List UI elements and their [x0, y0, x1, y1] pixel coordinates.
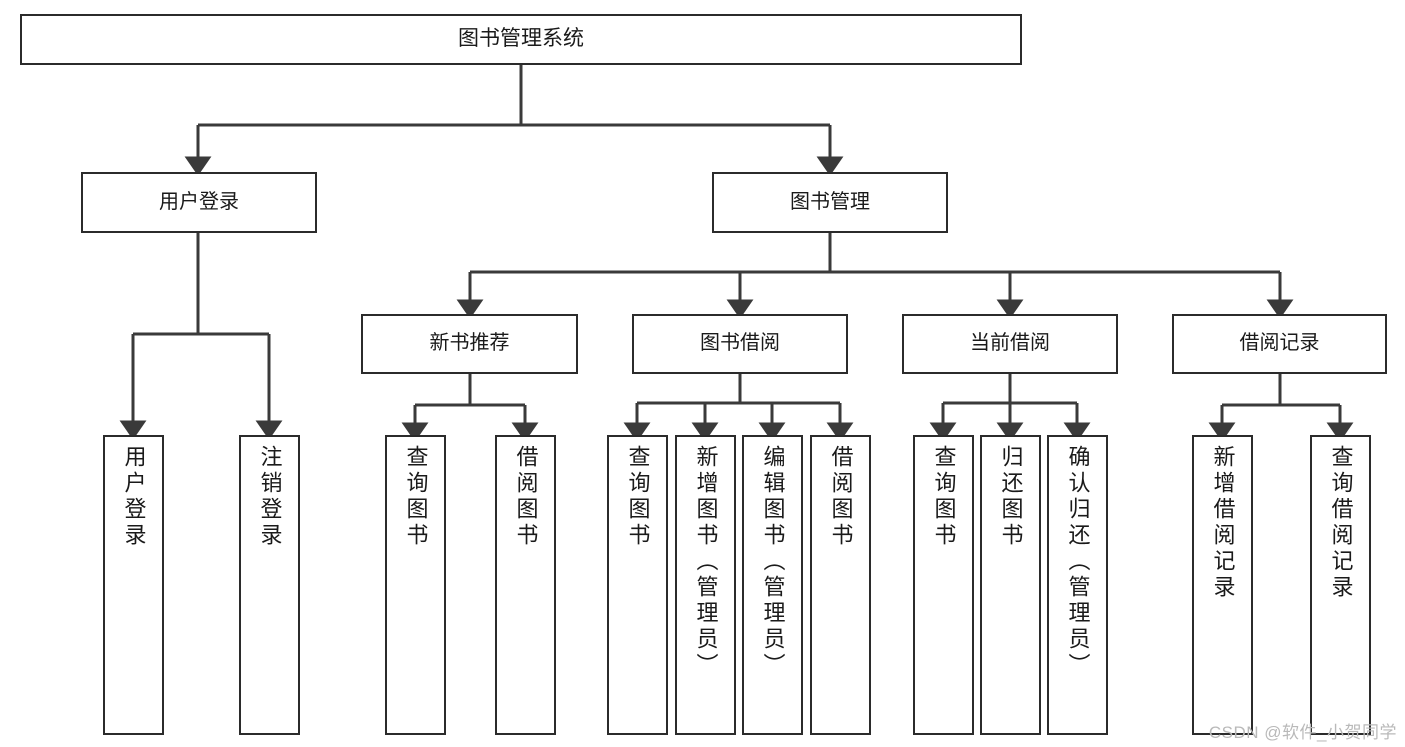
leaf-query-book-new-rec[interactable]: 查询图书: [385, 435, 446, 735]
node-label: 图书借阅: [700, 332, 780, 355]
node-label: 确认归还（管理员）: [1065, 445, 1091, 679]
node-book-management[interactable]: 图书管理: [712, 172, 948, 233]
leaf-confirm-return-admin[interactable]: 确认归还（管理员）: [1047, 435, 1108, 735]
leaf-borrow-book[interactable]: 借阅图书: [810, 435, 871, 735]
watermark-text: CSDN @软件_小贺同学: [1208, 723, 1397, 742]
node-label: 注销登录: [257, 445, 283, 549]
leaf-borrow-book-new-rec[interactable]: 借阅图书: [495, 435, 556, 735]
node-label: 当前借阅: [970, 332, 1050, 355]
node-label: 查询图书: [403, 445, 429, 549]
leaf-query-borrow-record[interactable]: 查询借阅记录: [1310, 435, 1371, 735]
node-label: 查询借阅记录: [1328, 445, 1354, 601]
node-label: 图书管理系统: [458, 27, 584, 51]
node-root-book-management-system[interactable]: 图书管理系统: [20, 14, 1022, 65]
node-label: 查询图书: [625, 445, 651, 549]
leaf-user-login[interactable]: 用户登录: [103, 435, 164, 735]
node-current-borrowing[interactable]: 当前借阅: [902, 314, 1118, 374]
leaf-add-borrow-record[interactable]: 新增借阅记录: [1192, 435, 1253, 735]
node-label: 借阅图书: [513, 445, 539, 549]
node-label: 新增借阅记录: [1210, 445, 1236, 601]
node-label: 查询图书: [931, 445, 957, 549]
node-label: 新书推荐: [429, 332, 510, 355]
node-label: 借阅记录: [1239, 332, 1320, 355]
node-label: 归还图书: [998, 445, 1024, 549]
node-label: 新增图书（管理员）: [693, 445, 719, 679]
leaf-add-book-admin[interactable]: 新增图书（管理员）: [675, 435, 736, 735]
node-label: 图书管理: [790, 190, 870, 213]
node-label: 用户登录: [159, 190, 239, 213]
leaf-logout[interactable]: 注销登录: [239, 435, 300, 735]
leaf-edit-book-admin[interactable]: 编辑图书（管理员）: [742, 435, 803, 735]
leaf-return-book[interactable]: 归还图书: [980, 435, 1041, 735]
leaf-query-book-current[interactable]: 查询图书: [913, 435, 974, 735]
node-borrowing-record[interactable]: 借阅记录: [1172, 314, 1387, 374]
node-book-borrowing[interactable]: 图书借阅: [632, 314, 848, 374]
node-label: 编辑图书（管理员）: [760, 445, 786, 679]
node-user-login[interactable]: 用户登录: [81, 172, 317, 233]
node-label: 用户登录: [121, 445, 147, 549]
node-new-book-recommendation[interactable]: 新书推荐: [361, 314, 578, 374]
leaf-query-book-borrow[interactable]: 查询图书: [607, 435, 668, 735]
node-label: 借阅图书: [828, 445, 854, 549]
